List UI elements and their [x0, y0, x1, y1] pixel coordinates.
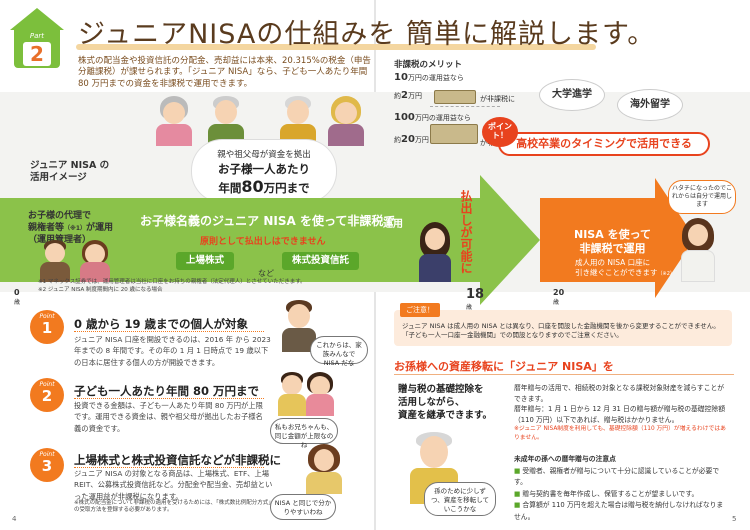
arrow-unyou-text: 運用 — [383, 219, 403, 230]
boy-figure — [278, 372, 306, 416]
caution-tag: ご注意！ — [400, 303, 440, 317]
merit-line-1b: 約2万円 — [394, 90, 422, 101]
point-2-title: 子ども一人あたり年間 80 万円まで — [74, 384, 260, 398]
mother-figure — [328, 96, 364, 146]
orange-arrow-body — [540, 198, 655, 282]
page-number-right: 5 — [732, 515, 737, 523]
part-number: 2 — [23, 42, 51, 66]
bubble-study-abroad: 海外留学 — [618, 90, 682, 120]
mother-point3-figure — [306, 444, 342, 494]
grandmother-figure — [156, 96, 192, 146]
merit-line-1a: 10万円の運用益なら — [394, 72, 464, 83]
gift-tax-heading: 贈与税の基礎控除を 活用しながら、 資産を継承できます。 — [398, 384, 493, 421]
intro-text: 株式の配当金や投資信託の分配金、売却益には本来、20.315%の税金（申告分離課… — [78, 56, 371, 89]
pill-listed-stocks: 上場株式 — [176, 252, 235, 270]
title-underline — [76, 44, 596, 50]
merit-line-1c: が非課税に — [480, 95, 515, 103]
merit-divider — [430, 106, 500, 107]
point-2-speech: 私もお兄ちゃんも、同じ金額が上限なのね — [270, 418, 338, 449]
father-point1-figure — [282, 300, 316, 352]
usage-image-title: ジュニア NISA の 活用イメージ — [30, 160, 110, 184]
girl-figure — [306, 372, 334, 416]
grandchild-section-heading: お孫様への資産移転に「ジュニア NISA」を — [394, 360, 614, 373]
list-item: 贈与契約書を毎年作成し、保管することが望ましいです。 — [514, 489, 728, 501]
point-1-body: ジュニア NISA 口座を開設できるのは、2016 年 から 2023 年までの… — [74, 335, 271, 367]
bubble-university: 大学進学 — [540, 80, 604, 110]
point-3-footnote: ※株式の配当金について非課税の適用を受けるためには、「株式数比例配分方式」の受取… — [74, 500, 274, 514]
green-arrow-head — [480, 175, 540, 305]
point-3-speech: NISA と同じで分かりやすいわね — [270, 494, 336, 520]
withdrawal-possible-text: 払出しが可能に — [459, 190, 473, 274]
point-2-body: 投資できる金額は、子ども一人あたり年間 80 万円が上限です。運用できる資金は、… — [74, 401, 263, 433]
contribution-cloud: 親や祖父母が資金を拠出 お子様一人あたり 年間80万円まで — [192, 140, 336, 202]
point-1-speech: これからは、家族みんなで NISA だな — [310, 336, 368, 367]
merit-line-2b: 約20万円 — [394, 134, 429, 145]
point-badge: ポイント！ — [482, 117, 518, 147]
section-underline — [394, 374, 734, 375]
footnotes: ※1 マネックス証券では、運用管理者は当社に口座をお持ちの親権者（法定代理人）と… — [38, 279, 306, 293]
caution-box — [394, 310, 732, 346]
point-callout-box: 高校卒業のタイミングで活用できる — [498, 132, 710, 156]
father-figure — [280, 96, 316, 146]
student-figure — [418, 222, 452, 282]
arrow-sub-text: 原則として払出しはできません — [200, 237, 326, 247]
orange-main-text: NISA を使って 非課税で運用 — [574, 228, 652, 256]
merit-line-2a: 100万円の運用益なら — [394, 112, 471, 123]
money-icon — [434, 90, 476, 104]
adult-speech-bubble: ハタチになったのでこれからは自分で運用します — [668, 180, 736, 214]
mother-figure-small — [80, 240, 110, 282]
point-1-title: 0 歳から 19 歳までの個人が対象 — [74, 317, 249, 331]
point-3-body: ジュニア NISA の対象となる商品は、上場株式、ETF、上場 REIT、公募株… — [74, 469, 273, 501]
father-figure-small — [40, 240, 70, 282]
adult-woman-figure — [680, 218, 716, 282]
page-number-left: 4 — [12, 515, 17, 523]
part-house-badge: Part 2 — [10, 8, 64, 70]
gift-tax-explanation: 暦年贈与の活用で、相続税の対象となる課税対象財産を減らすことができます。 暦年贈… — [514, 384, 726, 442]
pill-stock-funds: 株式投資信託 — [282, 252, 360, 270]
orange-sub-text: 成人用の NISA 口座に 引き継ぐことができます（※2） — [575, 258, 675, 278]
gift-caution-list: 未成年の孫への暦年贈与の注意点 受贈者、親権者が贈与について十分に認識しているこ… — [514, 454, 728, 523]
nado-text: など — [258, 269, 274, 278]
part-label: Part — [29, 32, 45, 40]
list-item: 受贈者、親権者が贈与について十分に認識していることが必要です。 — [514, 466, 728, 489]
list-item: 合算額が 110 万円を超えた場合は贈与税を納付しなければなりません。 — [514, 500, 728, 523]
caution-text: ジュニア NISA は成人用の NISA とは異なり、口座を開設した金融機関を後… — [402, 322, 720, 340]
grandfather-figure — [208, 96, 244, 146]
page-title: ジュニアNISAの仕組みを 簡単に解説します。 — [78, 19, 656, 50]
money-stack-icon — [430, 124, 478, 144]
arrow-main-text: お子様名義のジュニア NISA を使って非課税で — [140, 214, 396, 228]
point-3-title: 上場株式と株式投資信託などが非課税に — [74, 453, 281, 467]
grandfather-speech: 孫のために少しずつ、資産を移転していこうかな — [424, 482, 496, 516]
merit-title: 非課税のメリット — [394, 60, 463, 70]
